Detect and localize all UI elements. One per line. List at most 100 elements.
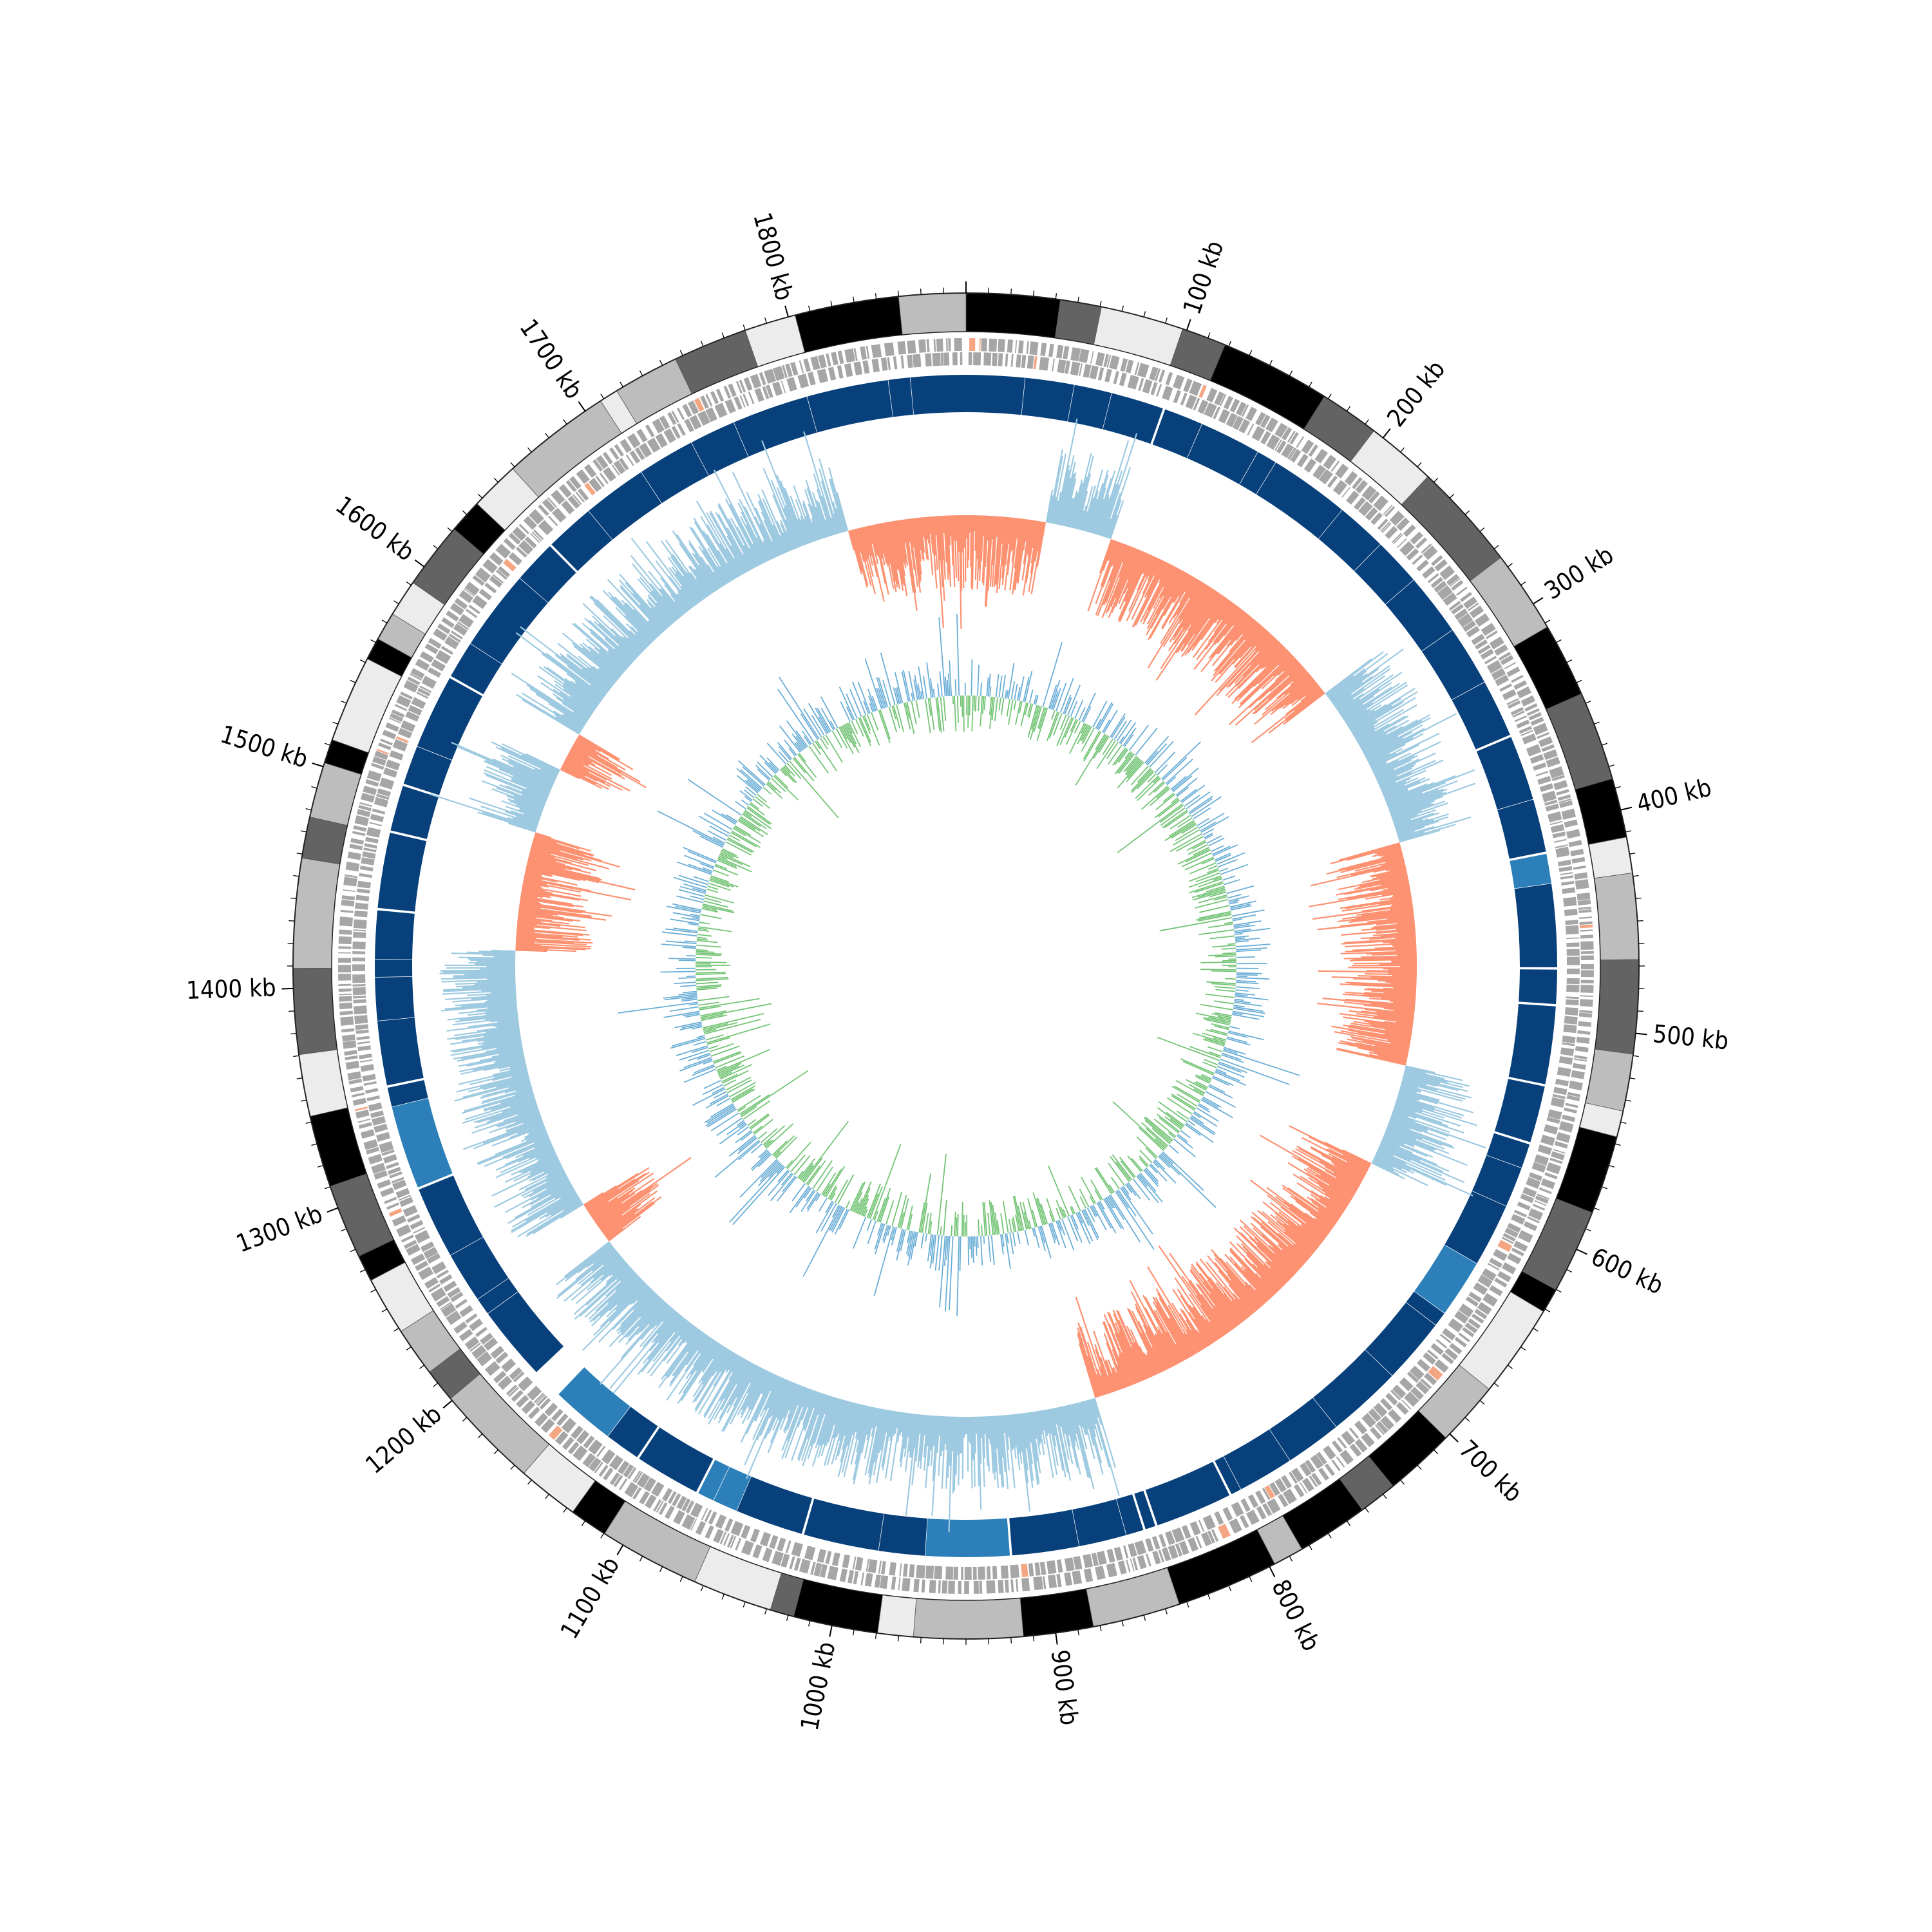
gene-forward-112 [1564,819,1578,828]
gc-bar-455 [1385,790,1408,800]
gc-skew-bar-673 [790,1154,806,1173]
gene-forward-440 [441,617,455,629]
gc-skew-bar-78 [1083,706,1092,723]
gc-bar-1358 [756,1378,785,1441]
gc-bar-1714 [509,1065,527,1071]
gc-bar-1701 [454,1080,531,1102]
gc-bar-807 [1329,1184,1352,1200]
gc-bar-2130 [656,602,674,623]
gc-bar-1421 [680,1342,720,1401]
gc-bar-896 [1267,1261,1289,1283]
gc-skew-bar-158 [1154,798,1179,819]
gc-skew-bar-451 [1110,1194,1141,1243]
gc-bar-1528 [600,1259,625,1281]
minor-tick [1186,1601,1189,1607]
gene-forward-304 [656,1501,664,1513]
gc-bar-893 [1271,1260,1291,1280]
gc-bar-188 [1146,568,1180,629]
gene-forward-442 [450,603,464,616]
gene-reverse-479 [739,395,746,408]
gene-forward-473 [627,433,641,448]
gc-bar-355 [1327,668,1365,697]
gc-bar-105 [1088,483,1104,533]
gc-skew-bar-682 [757,1162,781,1187]
gc-skew-bar-960 [756,761,773,778]
gc-bar-443 [1379,772,1412,788]
gc-skew-bar-371 [1196,1107,1219,1122]
gc-bar-2238 [761,511,782,556]
gc-skew-bar-108 [1122,728,1137,746]
gc-bar-2138 [630,555,682,618]
gc-bar-615 [1390,982,1417,985]
minor-tick [1327,393,1332,399]
gc-bar-1146 [1028,1412,1040,1484]
gc-bar-1659 [527,1127,546,1136]
gc-bar-1191 [975,1416,978,1434]
gc-bar-1687 [491,1096,535,1111]
gene-reverse-307 [571,1425,584,1439]
gene-reverse-189 [1399,1377,1414,1392]
gc-skew-bar-179 [1197,817,1210,826]
gc-bar-341 [1296,683,1318,701]
gene-reverse-272 [804,1546,816,1560]
gc-bar-1567 [596,1157,692,1225]
gc-bar-481 [1395,819,1423,829]
gc-skew-bar-952 [742,766,765,787]
gene-forward-176 [1497,1271,1511,1283]
gc-bar-1694 [481,1088,533,1104]
gc-bar-174 [1132,561,1166,628]
gc-skew-bar-152 [1172,775,1193,793]
gc-skew-bar-1007 [815,707,831,733]
gc-skew-bar-12 [983,696,986,710]
gene-forward-33 [1206,388,1218,402]
gc-bar-724 [1392,1110,1417,1119]
gene-forward-391 [338,952,352,954]
gc-skew-bar-1017 [842,724,856,748]
gc-skew-bar-416 [1152,1161,1160,1168]
gc-skew-bar-363 [1202,1096,1222,1108]
gc-bar-625 [1364,992,1416,997]
gc-bar-998 [1159,1298,1194,1356]
gene-forward-251 [1042,1576,1046,1589]
gc-skew-bar-170 [1189,798,1213,815]
gene-reverse-224 [1171,1527,1185,1543]
gene-reverse-187 [1410,1365,1425,1380]
gene-forward-376 [345,1055,358,1061]
gc-bar-1281 [853,1406,871,1484]
gc-skew-bar-589 [900,1229,906,1251]
gene-forward-432 [410,673,422,681]
gene-reverse-279 [741,1524,751,1539]
gc-skew-bar-129 [1130,766,1149,786]
gc-bar-855 [1287,1220,1320,1246]
gc-bar-867 [1294,1243,1311,1257]
gc-bar-999 [1170,1318,1193,1357]
gc-bar-1702 [462,1079,530,1098]
gc-bar-675 [1340,1040,1408,1056]
gc-bar-1111 [1068,1405,1077,1434]
gc-bar-512 [1310,862,1405,887]
gc-bar-1136 [1039,1410,1045,1430]
gc-skew-bar-147 [1141,785,1169,810]
gc-bar-1299 [838,1401,851,1441]
gene-forward-111 [1561,808,1577,820]
gc-bar-186 [1146,567,1179,625]
minor-tick [700,341,704,347]
gc-bar-274 [1233,626,1264,660]
gc-bar-98 [1080,486,1094,531]
gene-reverse-441 [515,547,527,558]
gc-bar-2187 [717,566,729,584]
gc-skew-bar-212 [1219,867,1229,873]
gc-bar-616 [1345,981,1417,987]
gene-forward-236 [1158,1549,1164,1563]
minor-tick [510,1464,515,1470]
gene-reverse-324 [480,1332,493,1345]
gene-reverse-206 [1300,1462,1312,1477]
gc-skew-bar-966 [766,757,780,771]
gc-skew-bar-624 [853,1202,860,1213]
minor-tick [1365,419,1369,425]
gene-forward-70 [1431,554,1443,566]
gc-bar-1040 [1132,1343,1150,1379]
conserved-block-39 [714,1466,752,1511]
gene-forward-76 [1456,586,1468,596]
gc-skew-bar-956 [768,781,781,793]
